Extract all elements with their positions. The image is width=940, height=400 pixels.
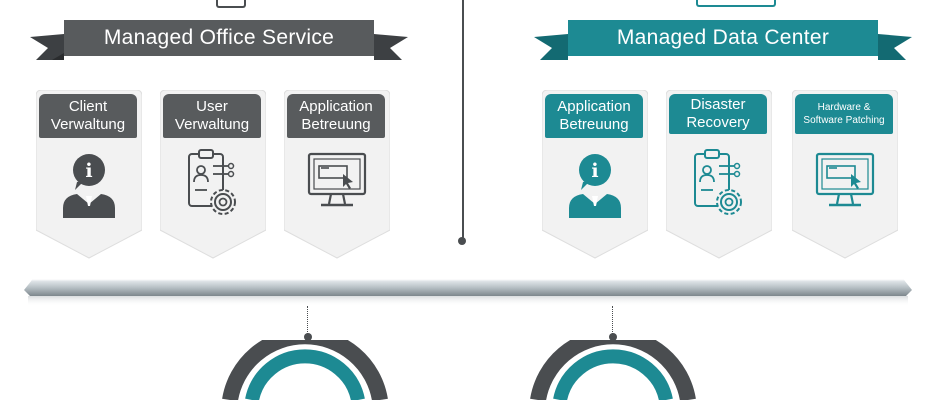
card-hardware-software-patching: Hardware & Software Patching — [792, 90, 898, 260]
top-right-icon-fragment — [696, 0, 776, 7]
divider-end-dot — [458, 237, 466, 245]
card-label-line2: Verwaltung — [50, 116, 126, 133]
connector-right-dot — [609, 333, 617, 341]
center-divider — [462, 0, 464, 240]
monitor-cursor-icon — [815, 152, 875, 207]
connector-left — [307, 306, 308, 336]
platform-bar — [24, 278, 912, 306]
left-section-title: Managed Office Service — [103, 26, 335, 49]
left-section-banner: Managed Office Service — [30, 18, 408, 62]
connector-left-dot — [304, 333, 312, 341]
right-section-banner: Managed Data Center — [534, 18, 912, 62]
monitor-cursor-icon — [307, 152, 367, 207]
card-label-line2: Software Patching — [803, 115, 885, 126]
top-left-icon-fragment — [216, 0, 246, 8]
clipboard-gear-icon — [188, 149, 236, 215]
card-label-line1: Hardware & — [817, 102, 871, 113]
card-label-line1: Application — [299, 98, 373, 115]
info-person-icon: i — [569, 154, 621, 218]
right-section-title: Managed Data Center — [616, 26, 830, 49]
card-label-line1: Disaster — [690, 96, 746, 113]
svg-text:i: i — [591, 160, 598, 182]
card-label-line1: Client — [68, 98, 108, 115]
card-label-line2: Verwaltung — [174, 116, 250, 133]
card-label-line1: User — [196, 98, 228, 115]
info-person-icon: i — [63, 154, 115, 218]
card-label-line2: Betreuung — [301, 116, 371, 133]
connector-right — [612, 306, 613, 336]
card-label-line1: Application — [557, 98, 631, 115]
svg-text:i: i — [85, 160, 92, 182]
bottom-right-ring-icon — [530, 340, 696, 400]
bottom-left-ring-icon — [222, 340, 388, 400]
clipboard-gear-icon — [694, 149, 742, 215]
card-label-line2: Betreuung — [559, 116, 629, 133]
card-label-line2: Recovery — [686, 114, 750, 131]
